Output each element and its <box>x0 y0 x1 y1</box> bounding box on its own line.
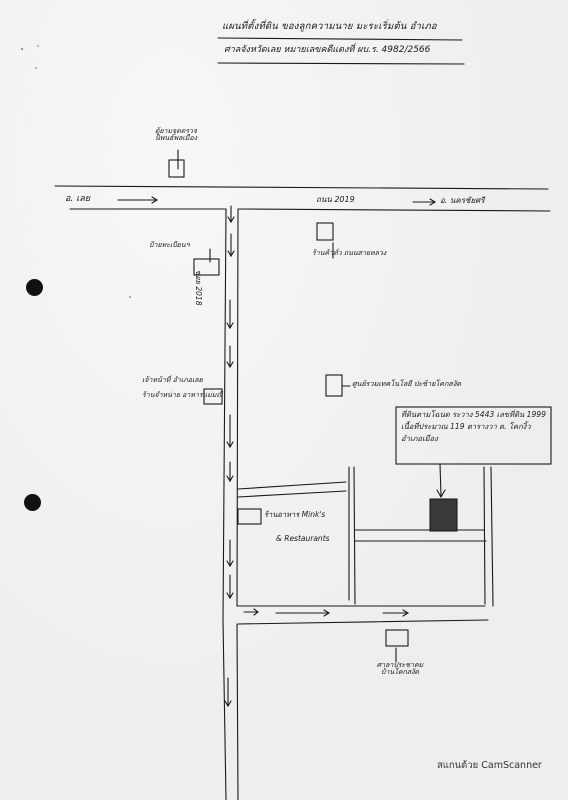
restaurant-label-1: ร้านอาหาร Mink's <box>264 510 326 519</box>
info-box-line2: เนื้อที่ประมาณ 119 ตารางวา ต. โคกงิ้ว <box>401 421 531 431</box>
camscanner-watermark: สแกนด้วย CamScanner <box>437 760 542 771</box>
road-right-label: อ. นครชัยศรี <box>440 196 485 205</box>
info-box-line3: อำเภอเมือง <box>401 433 438 443</box>
info-box-text: ที่ดินตามโฉนด ระวาง 5443 เลขที่ดิน 1999 … <box>401 409 549 444</box>
info-box-line1: ที่ดินตามโฉนด ระวาง 5443 เลขที่ดิน 1999 <box>401 410 546 419</box>
target-plot <box>429 498 458 532</box>
shop-left-label-1: เจ้าหน้าที่ อำเภอเลย <box>142 376 203 384</box>
road-left-label: อ. เลย <box>65 194 90 204</box>
binder-hole-top <box>26 279 43 296</box>
pole-left-label: ป้ายทะเบียนฯ <box>149 241 190 249</box>
restaurant-label-2: & Restaurants <box>276 534 330 543</box>
shop-top-label: ร้านค้าทั่ว ถนนสายหลวง <box>312 249 387 257</box>
bottom-right-label: ศาลาประชาคม บ้านโคกสงัด <box>376 661 424 677</box>
shop-left-label-2: ร้านจำหน่าย อาหารแม่มณี <box>142 391 223 399</box>
road-vertical-label: ซอย 2018 <box>194 270 203 306</box>
document-title-line2: ศาลจังหวัดเลย หมายเลขคดีแดงที่ ผบ.ร. 498… <box>224 45 431 55</box>
binder-hole-bottom <box>24 494 41 511</box>
center-right-label: ศูนย์รวมเทคโนโลยี ปะซ้ายโคกสงัด <box>352 379 461 388</box>
document-title-line1: แผนที่ตั้งที่ดิน ของลูกความนาย มะระเริ่ม… <box>222 21 437 32</box>
road-name-label: ถนน 2019 <box>316 195 355 204</box>
police-box-label: ตู้ยามจุดตรวจ นิพนธ์พลเมือง <box>154 127 198 143</box>
